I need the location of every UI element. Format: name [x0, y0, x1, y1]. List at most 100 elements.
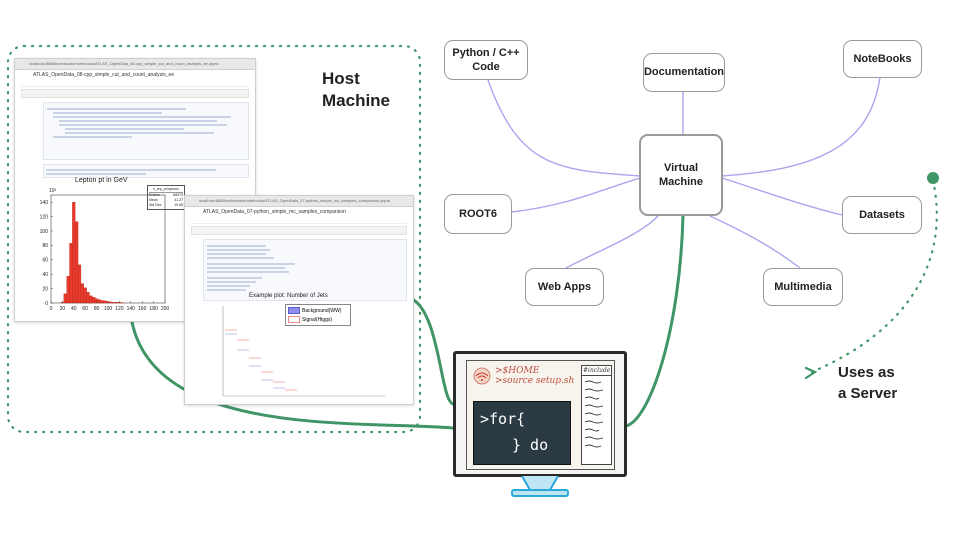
uses-as-server-label: Uses as a Server — [838, 362, 928, 404]
y-tick-label: 60 — [42, 258, 48, 264]
histogram-bar — [66, 276, 70, 304]
terminal-line2: } do — [512, 436, 549, 454]
connector-host-curve — [128, 306, 455, 430]
x-tick-label: 100 — [104, 306, 113, 312]
green-connectors — [128, 214, 685, 430]
connector-webapps — [565, 215, 659, 269]
x-tick-label: 180 — [149, 306, 158, 312]
stats-mean-label: Mean — [149, 198, 158, 202]
y-tick-label: 20 — [42, 286, 48, 292]
code-cell-2 — [43, 164, 249, 178]
terminal-window: >for{ } do — [473, 401, 571, 465]
node-documentation: Documentation — [643, 53, 725, 92]
legend-signal-label: Signal(Higgs) — [302, 316, 333, 323]
connector-vm-monitor — [624, 214, 685, 428]
y-tick-label: 40 — [42, 272, 48, 278]
legend-swatch-background — [288, 307, 300, 314]
monitor-illustration: >$HOME >source setup.sh >for{ } do #incl… — [453, 351, 627, 477]
connector-python — [487, 79, 641, 177]
monitor-stand — [511, 476, 569, 497]
home-line1: >$HOME — [495, 366, 540, 376]
jets-plot-area — [222, 306, 385, 397]
histogram-bar — [75, 221, 79, 304]
node-root6: ROOT6 — [444, 194, 512, 234]
node-python-line1: Python / C++ — [452, 46, 520, 59]
y-exponent-label: 10³ — [49, 188, 57, 194]
x-tick-label: 0 — [50, 306, 53, 312]
x-tick-label: 60 — [82, 306, 88, 312]
stats-name: h_lep_pt leptons — [149, 187, 183, 193]
host-title-line1: Host — [322, 69, 360, 88]
chart-jets-title: Example plot: Number of Jets — [249, 293, 328, 299]
vm-connectors — [487, 76, 881, 269]
notebook-screenshot-2: localhost:8888/notebooks/notebooks/ATLAS… — [184, 195, 414, 405]
node-datasets: Datasets — [842, 196, 922, 234]
host-title-line2: Machine — [322, 90, 391, 110]
connector-multimedia — [709, 215, 801, 269]
legend-swatch-signal — [288, 316, 300, 323]
legend-background-label: Background(WW) — [302, 307, 342, 314]
x-tick-label: 200 — [161, 306, 170, 312]
histogram-bar — [114, 302, 119, 304]
y-tick-label: 100 — [40, 229, 49, 235]
notebook-toolbar-2 — [191, 226, 407, 235]
x-tick-label: 20 — [60, 306, 66, 312]
home-line2: >source setup.sh — [495, 376, 575, 386]
node-virtual-machine: Virtual Machine — [639, 134, 723, 216]
code-cell-3 — [203, 239, 407, 301]
notebook-title-2: ATLAS_OpenData_07-python_simple_mc_sampl… — [203, 209, 346, 215]
histogram-bar — [72, 202, 76, 304]
uses-line1: Uses as — [838, 364, 895, 381]
stats-mean-value: 41.27 — [174, 198, 183, 202]
host-machine-title: Host Machine — [322, 68, 412, 112]
connector-notebooks — [721, 76, 881, 177]
x-tick-label: 40 — [71, 306, 77, 312]
jets-legend: Background(WW) Signal(Higgs) — [285, 304, 351, 326]
uses-line2: a Server — [838, 385, 898, 402]
y-tick-label: 140 — [40, 200, 49, 206]
uses-as-server-arrow — [810, 178, 938, 374]
connector-datasets — [721, 177, 843, 216]
notebook-menu — [21, 80, 249, 87]
stats-entries-value: 66973 — [173, 193, 183, 197]
connector-root6 — [511, 177, 641, 213]
notebook-title: ATLAS_OpenData_08-cpp_simple_cut_and_cou… — [33, 72, 175, 78]
x-tick-label: 160 — [138, 306, 147, 312]
code-cell-1 — [43, 102, 249, 160]
node-python-cpp-code: Python / C++ Code — [444, 40, 528, 80]
x-tick-label: 120 — [115, 306, 124, 312]
y-tick-label: 80 — [42, 243, 48, 249]
histogram-bar — [103, 300, 107, 304]
notebook-menu-2 — [191, 217, 407, 224]
notebook-toolbar — [21, 89, 249, 98]
histogram-bar — [97, 299, 102, 304]
histogram-bar — [77, 264, 82, 304]
stats-stddev-label: Std Dev — [149, 203, 162, 207]
histogram-bar — [109, 301, 113, 304]
stats-stddev-value: 19.65 — [174, 203, 183, 207]
side-panel: #include — [581, 365, 612, 465]
terminal-line1: >for{ — [480, 410, 526, 428]
arrow-start-dot — [927, 172, 939, 184]
histogram-bar — [83, 287, 87, 304]
histogram-bar — [92, 297, 96, 304]
node-python-line2: Code — [472, 61, 500, 73]
x-tick-label: 80 — [94, 306, 100, 312]
node-notebooks: NoteBooks — [843, 40, 922, 78]
wifi-icon — [473, 367, 491, 385]
chart-lepton-title: Lepton pt in GeV — [75, 177, 128, 184]
histogram-bar — [80, 283, 84, 304]
side-scribbles — [584, 380, 604, 448]
arrow-head — [804, 366, 818, 380]
histogram-bar — [63, 293, 67, 304]
x-tick-label: 140 — [127, 306, 136, 312]
notebook-screenshot-1: localhost:8888/notebooks/notebooks/ATLAS… — [14, 58, 256, 322]
browser-url-bar: localhost:8888/notebooks/notebooks/ATLAS… — [15, 59, 255, 70]
histogram-bar — [89, 295, 93, 304]
y-tick-label: 0 — [45, 301, 48, 307]
node-web-apps: Web Apps — [525, 268, 604, 306]
histogram-bar — [69, 243, 73, 304]
browser-url-bar-2: localhost:8888/notebooks/notebooks/ATLAS… — [185, 196, 413, 207]
